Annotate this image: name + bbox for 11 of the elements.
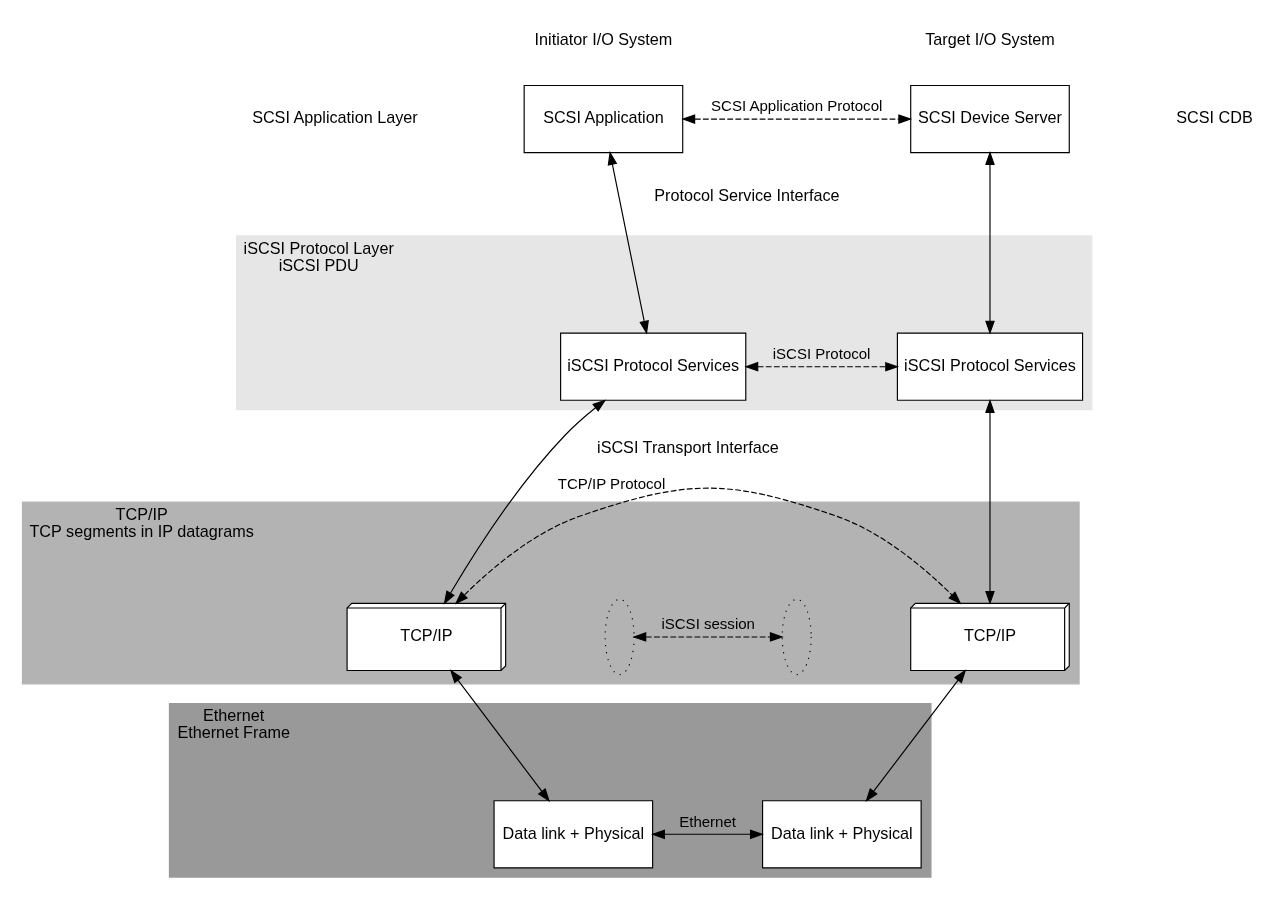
edge-label: iSCSI session <box>661 615 755 633</box>
edge-label: TCP/IP Protocol <box>557 474 666 492</box>
label: SCSI CDB <box>1176 108 1253 127</box>
label: Target I/O System <box>925 30 1055 49</box>
label: iSCSI Transport Interface <box>597 437 779 456</box>
edge-label: Ethernet <box>679 812 737 830</box>
edge-label: SCSI Application Protocol <box>711 97 883 115</box>
label: Initiator I/O System <box>534 30 673 49</box>
label: Protocol Service Interface <box>654 186 840 205</box>
edge-label: iSCSI Protocol <box>772 345 871 363</box>
label: SCSI Application Layer <box>252 108 418 127</box>
